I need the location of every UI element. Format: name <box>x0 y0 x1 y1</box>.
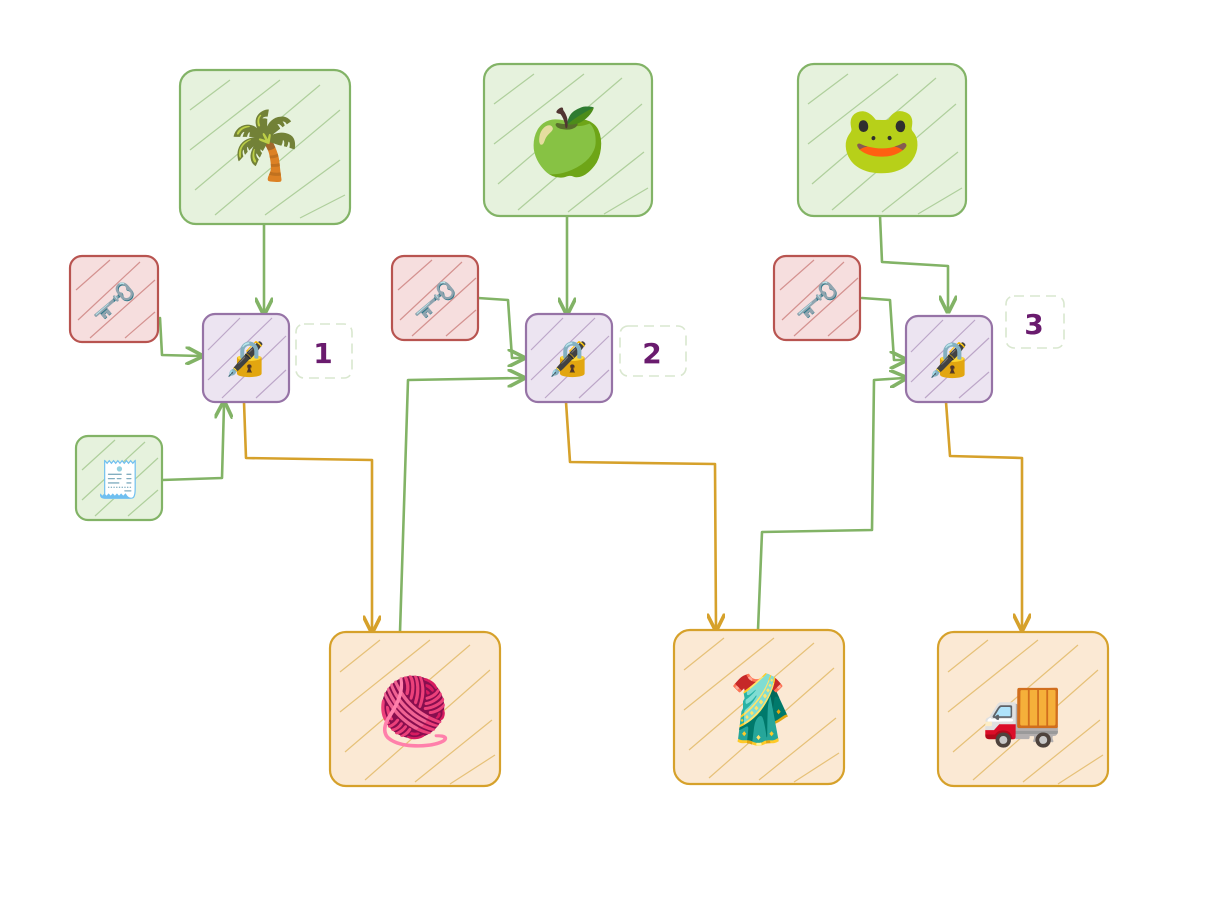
edge-key1-to-tool-1 <box>158 316 200 356</box>
locked-with-pen-icon: 🔏 <box>928 340 970 380</box>
edge-receipt-to-tool-1 <box>160 404 224 482</box>
frog-icon: 🐸 <box>841 101 923 178</box>
step-number-label: 1 <box>313 337 332 370</box>
edges <box>158 212 1022 634</box>
green-apple-icon: 🍏 <box>527 103 609 180</box>
edge-sari-to-tool-3 <box>756 378 904 632</box>
step-2: 🍏 🗝️ 🔏 2 🥻 <box>390 62 846 786</box>
edge-frog-to-tool-3 <box>878 214 948 310</box>
key-node-1[interactable]: 🗝️ <box>68 254 160 344</box>
sari-icon: 🥻 <box>717 671 799 748</box>
tool-node-2[interactable]: 🔏 <box>524 312 614 404</box>
receipt-node[interactable]: 🧾 <box>74 434 164 522</box>
step-number-1: 1 <box>295 323 353 379</box>
edge-key2-to-tool-2 <box>476 296 522 358</box>
input-node-apple[interactable]: 🍏 <box>482 62 654 218</box>
old-key-icon: 🗝️ <box>413 280 458 321</box>
output-node-truck[interactable]: 🚚 <box>936 630 1110 788</box>
edge-tool-3-to-truck <box>944 400 1022 628</box>
palm-tree-icon: 🌴 <box>224 107 306 184</box>
edge-key3-to-tool-3 <box>860 296 904 360</box>
old-key-icon: 🗝️ <box>92 281 137 322</box>
locked-with-pen-icon: 🔏 <box>225 339 267 379</box>
output-node-sari[interactable]: 🥻 <box>672 628 846 786</box>
output-node-yarn[interactable]: 🧶 <box>328 630 502 788</box>
edge-yarn-to-tool-2 <box>398 378 522 634</box>
step-number-3: 3 <box>1005 295 1065 349</box>
tool-node-3[interactable]: 🔏 <box>904 314 994 404</box>
input-node-palm[interactable]: 🌴 <box>178 68 352 226</box>
key-node-2[interactable]: 🗝️ <box>390 254 480 342</box>
edge-tool-2-to-sari <box>564 400 716 628</box>
step-number-label: 3 <box>1024 308 1043 341</box>
yarn-ball-icon: 🧶 <box>373 673 455 750</box>
key-node-3[interactable]: 🗝️ <box>772 254 862 342</box>
step-1: 🌴 🗝️ 🧾 🔏 1 🧶 <box>68 68 502 788</box>
tool-node-1[interactable]: 🔏 <box>201 312 291 404</box>
old-key-icon: 🗝️ <box>795 280 840 321</box>
step-3: 🐸 🗝️ 🔏 3 🚚 <box>772 62 1110 788</box>
step-number-label: 2 <box>642 337 661 370</box>
input-node-frog[interactable]: 🐸 <box>796 62 968 218</box>
edge-tool-1-to-yarn <box>242 400 372 630</box>
receipt-icon: 🧾 <box>97 459 142 501</box>
locked-with-pen-icon: 🔏 <box>548 339 590 379</box>
delivery-truck-icon: 🚚 <box>981 673 1063 750</box>
step-number-2: 2 <box>619 325 687 377</box>
